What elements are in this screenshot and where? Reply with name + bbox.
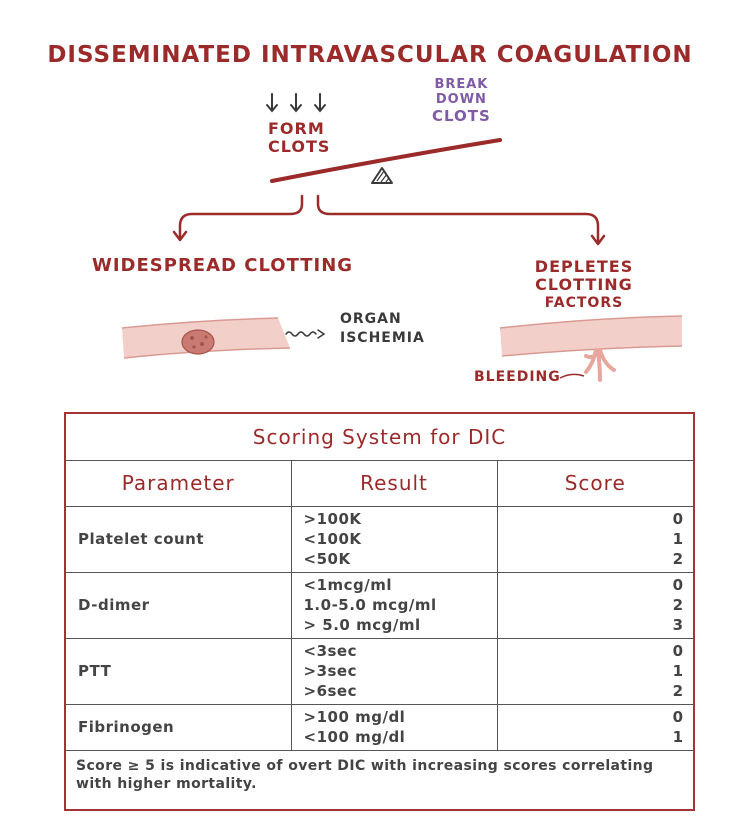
bleeding-icon	[584, 348, 616, 382]
diagram-title: Disseminated Intravascular Coagulation	[47, 42, 693, 68]
vessel-bleeding	[499, 315, 683, 382]
branch-arrows	[172, 194, 606, 246]
result-cell: >100 mg/dl<100 mg/dl	[290, 703, 498, 751]
result-cell: >100K<100K<50K	[290, 505, 498, 573]
vessel-with-clot	[121, 317, 291, 359]
organ-ischemia-label: OrganIschemia	[340, 311, 425, 346]
parameter-cell: Platelet count	[66, 505, 292, 573]
dic-illustration	[121, 93, 683, 382]
seesaw-beam	[270, 138, 502, 183]
widespread-clotting-label: Widespread Clotting	[92, 255, 354, 276]
result-cell: <3sec>3sec>6sec	[290, 637, 498, 705]
fulcrum-icon	[371, 167, 393, 184]
table-footnote: Score ≥ 5 is indicative of overt DIC wit…	[66, 749, 693, 799]
parameter-cell: PTT	[66, 637, 292, 705]
parameter-cell: D-dimer	[66, 571, 292, 639]
scoring-table-frame: Scoring System for DIC Parameter Result …	[64, 412, 695, 811]
squiggle-arrow-icon	[285, 329, 326, 339]
column-header-parameter: Parameter	[66, 459, 292, 507]
bleeding-label: Bleeding	[474, 369, 561, 385]
form-clots-label: FormClots	[268, 119, 331, 157]
scoring-table: Scoring System for DIC Parameter Result …	[66, 414, 693, 799]
parameter-cell: Fibrinogen	[66, 703, 292, 751]
depletes-factors-label: Depletes ClottingFactors	[534, 257, 634, 311]
table-title: Scoring System for DIC	[66, 414, 693, 461]
clot-icon	[181, 329, 215, 355]
column-header-result: Result	[290, 459, 498, 507]
break-down-clots-label: BreakdownClots	[432, 77, 491, 125]
down-arrows-icon	[266, 93, 326, 113]
column-header-score: Score	[496, 459, 693, 507]
